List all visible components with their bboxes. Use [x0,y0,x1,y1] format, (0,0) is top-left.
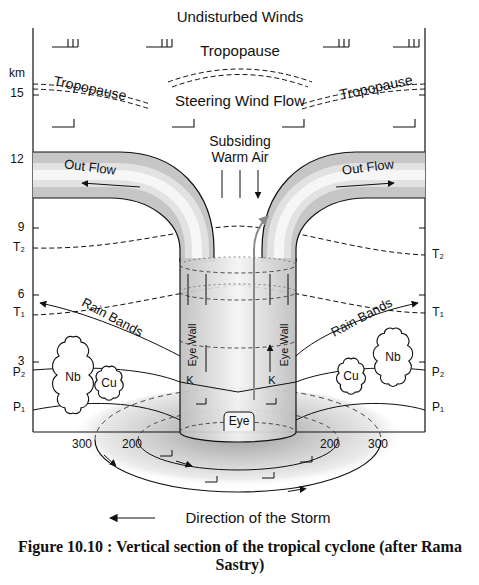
axis-value: 9 [18,221,25,235]
k-marker: K [268,374,275,387]
cloud-outline [373,328,412,386]
band-shading [33,175,197,262]
rotation-arrow [288,489,306,492]
cloud-outline [53,336,94,413]
rotation-arrow [176,461,192,466]
band-shading [279,175,425,262]
cloud-type-label: Nb [65,371,80,385]
cloud-shape: Nb [374,326,412,388]
subsidence-arrow [222,170,258,198]
rain-band-label: Rain Bands [79,296,145,341]
level-label: P₂ [432,366,445,380]
level-label: T₂ [13,241,25,255]
eye-wall-cylinder: Eye WallEye WallKKEye [178,256,298,446]
axis-value: 12 [10,153,23,167]
level-label: P₁ [13,401,25,415]
wind-barb [196,398,276,404]
cylinder-wall [180,258,296,432]
level-label: P₁ [432,401,444,415]
eye-outline [224,412,254,431]
band-fill [33,152,214,262]
distance-value: 200 [320,438,340,452]
direction-arrow [110,517,155,518]
isotherm-line [33,226,425,255]
tropopause-line [168,69,312,87]
cloud-type-label: Cu [343,370,358,384]
cloud-type-label: Cu [101,377,116,391]
eye-wall-label: Eye Wall [278,324,291,367]
cylinder-base [180,432,296,442]
band-outline [33,152,214,262]
distance-value: 300 [368,438,388,452]
band-shading [279,175,425,262]
air-label: Subsiding Warm Air [200,133,280,165]
tropopause-label: Tropopause [200,42,280,59]
axis-unit: km [9,67,25,81]
eye-label: Eye [229,415,250,429]
cloud-outline [95,366,124,400]
tropopause-label: Tropopause [52,72,128,103]
outflow-band: Out Flow [261,150,425,264]
cloud-shape: Cu [94,364,124,402]
eye-box: Eye [222,410,256,434]
outflow-arrow [336,183,394,187]
rain-band-label: Rain Bands [329,296,395,341]
rotation-arrow [104,455,116,466]
direction-label: Direction of the Storm [185,509,330,526]
wind-label: Steering Wind Flow [175,92,305,109]
cloud-outline [337,358,366,394]
eye-wall-label: Eye Wall [186,324,199,367]
isobar-line [180,382,296,392]
band-shading [33,175,197,262]
level-label: T₂ [432,248,444,262]
axis-value: 6 [18,288,25,302]
tropopause-label: Tropopause [338,71,414,102]
figure-caption: Figure 10.10 : Vertical section of the t… [9,538,471,575]
outflow-arrow [82,183,140,187]
wind-barb [160,450,312,482]
distance-value: 300 [72,438,92,452]
level-label: T₁ [13,306,24,320]
distance-value: 200 [122,438,142,452]
wind-label: Undisturbed Winds [177,8,304,25]
vortex-ring-back [180,257,296,292]
cloud-shape: Nb [54,334,92,416]
updraft-arrow [188,274,288,372]
k-marker: K [186,374,193,387]
inner-spiral [138,440,338,470]
vortex-ring [180,265,296,348]
level-label: T₁ [432,306,443,320]
node-outline [33,150,215,264]
wind-barb [52,119,415,127]
cloud-type-label: Nb [385,351,400,365]
level-label: P₂ [13,366,26,380]
cylinder-fill [180,258,296,442]
outflow-band: Out Flow [33,150,215,264]
cloud-shape: Cu [336,356,366,396]
outflow-arrow [254,216,268,400]
band-fill [262,152,425,262]
band-outline [262,152,425,262]
axis-value: 15 [10,87,23,101]
